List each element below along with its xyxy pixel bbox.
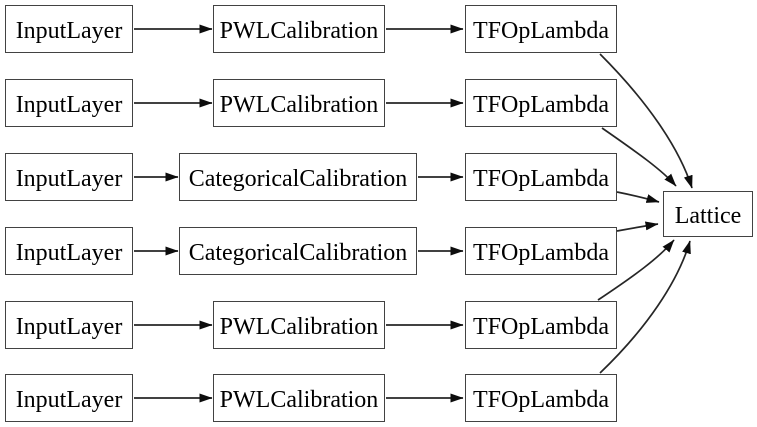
node-label: CategoricalCalibration (188, 165, 408, 192)
node-label: InputLayer (15, 239, 123, 266)
node-label: TFOpLambda (473, 313, 609, 340)
node-label: InputLayer (15, 313, 123, 340)
node-tfop-lambda-5: TFOpLambda (465, 301, 617, 349)
edge-lambda-to-lattice-4 (616, 221, 659, 232)
node-pwl-calibration-2: PWLCalibration (213, 79, 385, 127)
node-label: InputLayer (15, 386, 123, 413)
node-label: InputLayer (15, 91, 123, 118)
node-label: TFOpLambda (473, 165, 609, 192)
node-label: PWLCalibration (219, 386, 379, 413)
edge-lambda-to-lattice-2 (601, 127, 677, 187)
node-tfop-lambda-4: TFOpLambda (465, 227, 617, 275)
node-label: PWLCalibration (219, 313, 379, 340)
node-label: TFOpLambda (473, 91, 609, 118)
edge-lambda-to-lattice-5 (597, 239, 675, 301)
edge-lambda-to-lattice-1 (599, 53, 693, 189)
node-tfop-lambda-2: TFOpLambda (465, 79, 617, 127)
node-tfop-lambda-6: TFOpLambda (465, 374, 617, 422)
node-label: Lattice (674, 202, 742, 229)
node-input-layer-6: InputLayer (5, 374, 133, 422)
node-input-layer-3: InputLayer (5, 153, 133, 201)
node-pwl-calibration-5: PWLCalibration (213, 301, 385, 349)
node-label: PWLCalibration (219, 91, 379, 118)
node-categorical-calibration-3: CategoricalCalibration (179, 153, 417, 201)
node-label: InputLayer (15, 165, 123, 192)
node-pwl-calibration-1: PWLCalibration (213, 5, 385, 53)
node-lattice: Lattice (663, 191, 753, 237)
node-label: TFOpLambda (473, 17, 609, 44)
node-tfop-lambda-3: TFOpLambda (465, 153, 617, 201)
node-label: InputLayer (15, 17, 123, 44)
edge-lambda-to-lattice-6 (599, 240, 691, 374)
node-categorical-calibration-4: CategoricalCalibration (179, 227, 417, 275)
node-input-layer-2: InputLayer (5, 79, 133, 127)
node-label: TFOpLambda (473, 239, 609, 266)
node-tfop-lambda-1: TFOpLambda (465, 5, 617, 53)
node-input-layer-1: InputLayer (5, 5, 133, 53)
node-label: TFOpLambda (473, 386, 609, 413)
node-label: PWLCalibration (219, 17, 379, 44)
node-input-layer-4: InputLayer (5, 227, 133, 275)
node-input-layer-5: InputLayer (5, 301, 133, 349)
edge-lambda-to-lattice-3 (616, 191, 660, 203)
node-label: CategoricalCalibration (188, 239, 408, 266)
node-pwl-calibration-6: PWLCalibration (213, 374, 385, 422)
